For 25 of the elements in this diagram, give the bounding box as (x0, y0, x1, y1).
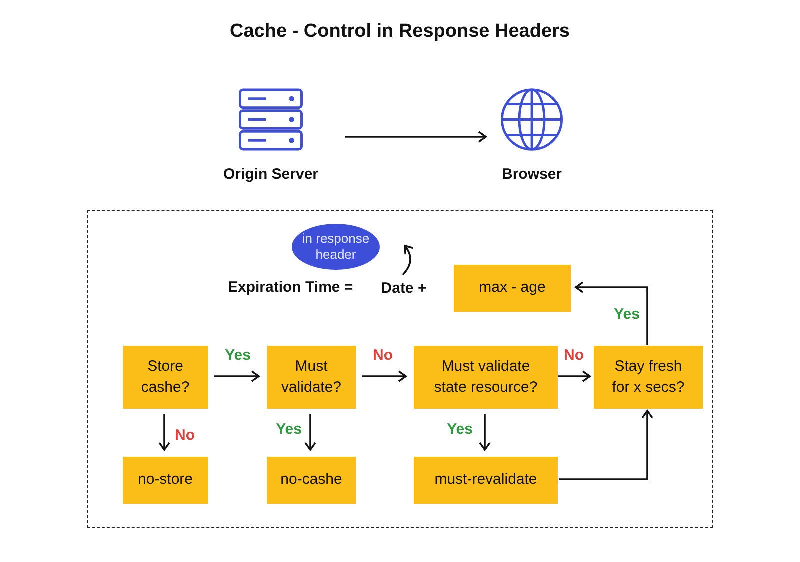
arrow (214, 370, 260, 382)
dashed-frame (87, 210, 713, 528)
arrow (402, 245, 414, 276)
process-box: no-store (123, 457, 208, 504)
process-box: Store cashe? (123, 346, 208, 409)
process-box: no-cashe (267, 457, 356, 504)
arrow (559, 410, 654, 480)
process-box: must-revalidate (414, 457, 558, 504)
node-label: Date + (381, 278, 427, 299)
formula-text: Expiration Time = (228, 278, 354, 298)
arrow (158, 414, 170, 451)
process-box: Must validate state resource? (414, 346, 558, 409)
diagram-title: Cache - Control in Response Headers (230, 20, 570, 44)
process-box: max - age (454, 265, 571, 312)
arrow (557, 370, 591, 382)
arrow (479, 414, 491, 451)
arrow (575, 282, 648, 345)
process-box: Must validate? (267, 346, 356, 409)
node-label: Browser (502, 164, 562, 184)
arrow (345, 131, 487, 143)
arrow (304, 414, 316, 451)
ellipse-badge: in response header (292, 224, 380, 270)
process-box: Stay fresh for x secs? (594, 346, 703, 409)
node-label: Origin Server (223, 164, 319, 184)
arrow (362, 370, 407, 382)
